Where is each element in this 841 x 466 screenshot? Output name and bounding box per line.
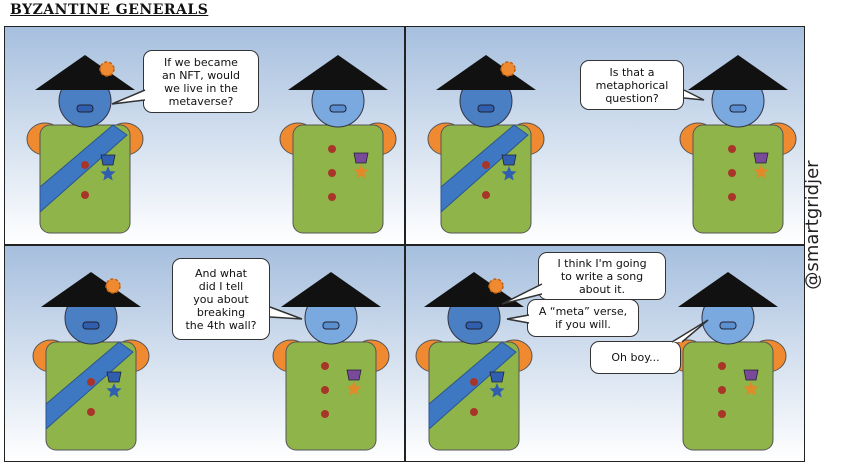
button-2 bbox=[328, 169, 336, 177]
button-3 bbox=[328, 193, 336, 201]
medal-star bbox=[743, 381, 759, 396]
hat-plume bbox=[105, 278, 121, 294]
medal-ribbon bbox=[753, 152, 769, 164]
torso bbox=[682, 341, 774, 451]
medal-star bbox=[753, 164, 769, 179]
medal-ribbon bbox=[501, 154, 517, 166]
mouth bbox=[477, 104, 495, 113]
torso bbox=[285, 341, 377, 451]
hat bbox=[281, 272, 381, 307]
general-right bbox=[279, 55, 397, 234]
hat-plume bbox=[488, 278, 504, 294]
speech-bubble-p1: If we became an NFT, would we live in th… bbox=[143, 50, 259, 113]
eye-left bbox=[77, 296, 85, 304]
medal-star bbox=[501, 166, 517, 181]
mouth bbox=[82, 321, 100, 330]
medal-ribbon bbox=[743, 369, 759, 381]
eye-right bbox=[744, 79, 752, 87]
button-2 bbox=[81, 191, 89, 199]
medal-star bbox=[489, 383, 505, 398]
hat-plume bbox=[500, 61, 516, 77]
eye-right bbox=[91, 79, 99, 87]
eye-right bbox=[97, 296, 105, 304]
medal-ribbon bbox=[353, 152, 369, 164]
button-1 bbox=[470, 378, 478, 386]
medal-ribbon bbox=[346, 369, 362, 381]
medal-star bbox=[346, 381, 362, 396]
hat bbox=[678, 272, 778, 307]
torso bbox=[292, 124, 384, 234]
torso bbox=[692, 124, 784, 234]
medal-ribbon bbox=[106, 371, 122, 383]
speech-bubble-p4-2: A “meta” verse, if you will. bbox=[527, 299, 639, 337]
general-left bbox=[415, 272, 533, 451]
button-1 bbox=[87, 378, 95, 386]
button-3 bbox=[321, 410, 329, 418]
button-3 bbox=[728, 193, 736, 201]
medal-ribbon bbox=[100, 154, 116, 166]
medal-star bbox=[353, 164, 369, 179]
eye-left bbox=[460, 296, 468, 304]
button-2 bbox=[321, 386, 329, 394]
general-left bbox=[26, 55, 144, 234]
eye-right bbox=[734, 296, 742, 304]
mouth bbox=[719, 321, 737, 330]
eye-left bbox=[472, 79, 480, 87]
hat bbox=[35, 55, 135, 90]
eye-right bbox=[492, 79, 500, 87]
medal-star bbox=[106, 383, 122, 398]
mouth bbox=[322, 321, 340, 330]
eye-left bbox=[317, 296, 325, 304]
eye-left bbox=[724, 79, 732, 87]
general-right bbox=[669, 272, 787, 451]
medal-ribbon bbox=[489, 371, 505, 383]
general-left bbox=[427, 55, 545, 234]
button-2 bbox=[718, 386, 726, 394]
button-1 bbox=[321, 362, 329, 370]
comic-strip bbox=[4, 26, 805, 462]
hat bbox=[41, 272, 141, 307]
eye-left bbox=[714, 296, 722, 304]
general-left bbox=[32, 272, 150, 451]
eye-right bbox=[337, 296, 345, 304]
eye-right bbox=[480, 296, 488, 304]
button-1 bbox=[81, 161, 89, 169]
mouth bbox=[465, 321, 483, 330]
button-2 bbox=[470, 408, 478, 416]
button-1 bbox=[328, 145, 336, 153]
hat bbox=[436, 55, 536, 90]
speech-bubble-p4-3: Oh boy... bbox=[590, 341, 681, 374]
eye-left bbox=[324, 79, 332, 87]
eye-left bbox=[71, 79, 79, 87]
speech-bubble-p2: Is that a metaphorical question? bbox=[580, 60, 684, 110]
button-1 bbox=[728, 145, 736, 153]
panel-divider-horizontal bbox=[5, 244, 804, 246]
speech-bubble-p3: And what did I tell you about breaking t… bbox=[172, 258, 270, 340]
hat-plume bbox=[99, 61, 115, 77]
button-3 bbox=[718, 410, 726, 418]
button-2 bbox=[87, 408, 95, 416]
medal-star bbox=[100, 166, 116, 181]
panel-2 bbox=[406, 27, 804, 244]
button-2 bbox=[728, 169, 736, 177]
comic-title: BYZANTINE GENERALS bbox=[10, 2, 209, 18]
hat bbox=[424, 272, 524, 307]
hat bbox=[688, 55, 788, 90]
eye-right bbox=[344, 79, 352, 87]
button-1 bbox=[482, 161, 490, 169]
button-2 bbox=[482, 191, 490, 199]
mouth bbox=[729, 104, 747, 113]
mouth bbox=[329, 104, 347, 113]
speech-bubble-p4-1: I think I'm going to write a song about … bbox=[538, 252, 666, 300]
general-right bbox=[679, 55, 797, 234]
panel-2-art bbox=[406, 27, 804, 244]
button-1 bbox=[718, 362, 726, 370]
hat bbox=[288, 55, 388, 90]
mouth bbox=[76, 104, 94, 113]
general-right bbox=[272, 272, 390, 451]
